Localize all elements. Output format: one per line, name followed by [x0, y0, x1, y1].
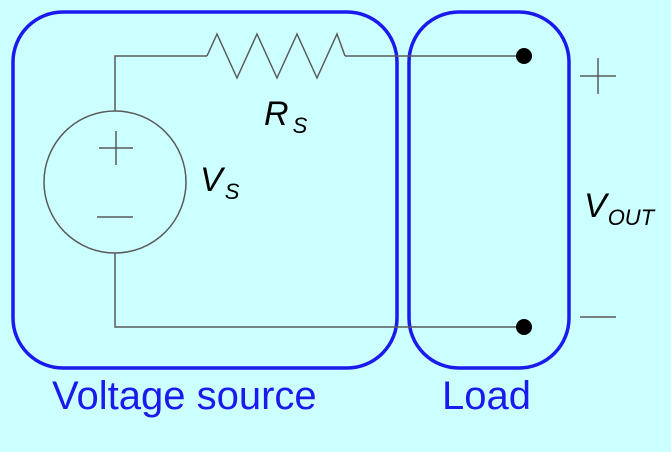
vout-plus-sign	[580, 58, 616, 94]
vs-label-main: V	[200, 161, 223, 199]
vs-label-subscript: S	[224, 179, 240, 204]
output-terminal-top	[516, 48, 532, 64]
resistor-rs	[206, 32, 346, 80]
output-terminal-bottom	[516, 319, 532, 335]
vs-label: VS	[200, 161, 239, 203]
vs-plus-sign	[99, 131, 133, 165]
load-enclosure	[407, 10, 571, 370]
wire-source-to-resistor	[114, 55, 207, 111]
rs-label-subscript: S	[292, 113, 308, 138]
load-caption: Load	[442, 374, 531, 418]
vout-label: VOUT	[584, 187, 654, 229]
wire-bottom-return	[114, 253, 524, 328]
vout-label-main: V	[584, 187, 607, 225]
voltage-source-caption: Voltage source	[52, 374, 317, 418]
rs-label-main: R	[264, 95, 289, 133]
voltage-source-enclosure	[11, 10, 399, 370]
voltage-source-vs	[43, 110, 187, 254]
vout-label-subscript: OUT	[607, 205, 655, 230]
